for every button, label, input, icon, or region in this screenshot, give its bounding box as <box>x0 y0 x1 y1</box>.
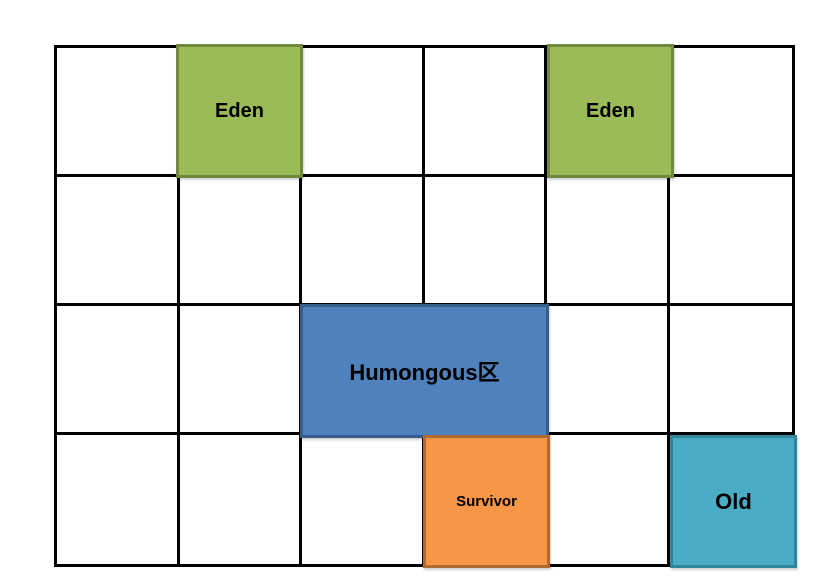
grid-cell <box>424 177 547 306</box>
region-eden-1: Eden <box>176 44 303 178</box>
grid-cell <box>57 306 180 435</box>
grid-cell <box>669 306 792 435</box>
region-survivor: Survivor <box>423 435 550 568</box>
region-humongous: Humongous区 <box>300 304 549 438</box>
region-old-label: Old <box>715 488 752 514</box>
grid-cell <box>57 177 180 306</box>
region-eden-2-label: Eden <box>586 99 635 122</box>
grid-cell <box>547 435 670 564</box>
grid-cell <box>669 177 792 306</box>
grid-cell <box>57 48 180 177</box>
grid-cell <box>57 435 180 564</box>
grid-cell <box>669 48 792 177</box>
region-humongous-label: Humongous区 <box>349 360 500 385</box>
grid-cell <box>424 48 547 177</box>
region-eden-2: Eden <box>547 44 674 178</box>
grid-cell <box>547 306 670 435</box>
region-old: Old <box>670 435 797 568</box>
grid-cell <box>302 435 425 564</box>
grid-cell <box>302 177 425 306</box>
region-survivor-label: Survivor <box>456 493 517 510</box>
grid-cell <box>179 177 302 306</box>
grid-cell <box>179 435 302 564</box>
grid-cell <box>547 177 670 306</box>
region-eden-1-label: Eden <box>215 99 264 122</box>
grid-cell <box>302 48 425 177</box>
grid-cell <box>179 306 302 435</box>
